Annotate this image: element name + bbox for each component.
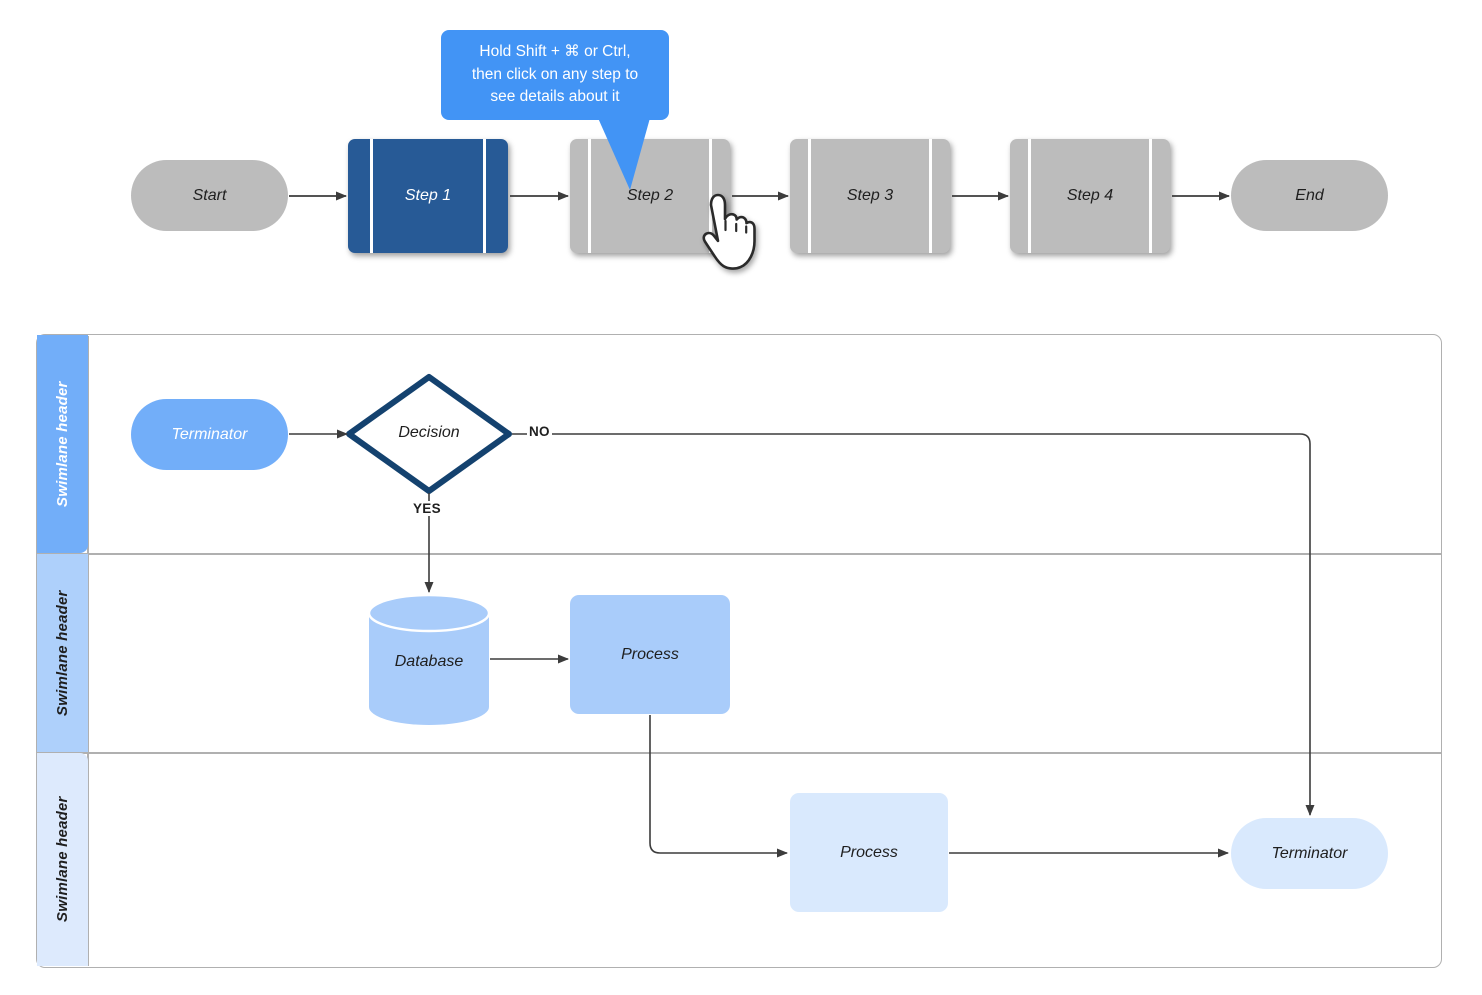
step3-left-rule (808, 139, 811, 253)
flow-node-start[interactable]: Start (131, 160, 288, 231)
pointing-hand-cursor (702, 193, 756, 270)
flow-node-step3-label: Step 3 (846, 187, 894, 204)
database-body (369, 613, 489, 725)
swimlane-node-decision-label: Decision (398, 424, 460, 441)
step1-right-rule (483, 139, 486, 253)
lane-divider-1 (37, 553, 1441, 555)
flow-node-end[interactable]: End (1231, 160, 1388, 231)
flow-node-step1[interactable]: Step 1 (348, 139, 508, 253)
step4-right-rule (1149, 139, 1152, 253)
keyboard-hint-tooltip-text: Hold Shift + ⌘ or Ctrl, then click on an… (471, 43, 639, 106)
flow-node-step2[interactable]: Step 2 (570, 139, 730, 253)
flow-node-step4[interactable]: Step 4 (1010, 139, 1170, 253)
flow-node-step1-label: Step 1 (404, 187, 452, 204)
edge-label-no: NO (527, 424, 552, 439)
cursor-finger-creases (724, 219, 748, 234)
step3-right-rule (929, 139, 932, 253)
swimlane-node-process-1[interactable]: Process (570, 595, 730, 714)
decision-diamond-shape (346, 374, 512, 494)
swimlane-node-database-label: Database (394, 653, 464, 670)
connector-decision-terminator-end (512, 433, 1315, 816)
tooltip-pointer (598, 118, 650, 190)
flow-node-step2-label: Step 2 (626, 187, 674, 204)
edge-label-yes: YES (411, 501, 443, 516)
flow-node-end-label: End (1295, 186, 1324, 204)
flow-node-step3[interactable]: Step 3 (790, 139, 950, 253)
swimlane-connectors (289, 429, 1315, 858)
database-top-ellipse (367, 593, 491, 633)
lane-divider-2 (37, 752, 1441, 754)
swimlane-node-process-2-label: Process (840, 843, 898, 861)
swimlane-node-process-1-label: Process (621, 645, 679, 663)
swimlane-node-terminator-end-label: Terminator (1271, 844, 1348, 862)
swimlane-node-decision[interactable] (346, 374, 512, 494)
keyboard-hint-tooltip: Hold Shift + ⌘ or Ctrl, then click on an… (441, 30, 669, 120)
connector-process1-process2 (649, 715, 788, 858)
step2-right-rule (709, 139, 712, 253)
flow-node-step4-label: Step 4 (1066, 187, 1114, 204)
step1-left-rule (370, 139, 373, 253)
swimlane-node-database[interactable] (367, 593, 491, 725)
step4-left-rule (1028, 139, 1031, 253)
swimlane-node-process-2[interactable]: Process (790, 793, 948, 912)
swimlane-node-terminator-end[interactable]: Terminator (1231, 818, 1388, 889)
cursor-hand-shape (702, 193, 756, 270)
step2-left-rule (588, 139, 591, 253)
flow-node-start-label: Start (192, 186, 227, 204)
swimlane-node-terminator-start[interactable]: Terminator (131, 399, 288, 470)
swimlane-node-terminator-start-label: Terminator (171, 425, 248, 443)
